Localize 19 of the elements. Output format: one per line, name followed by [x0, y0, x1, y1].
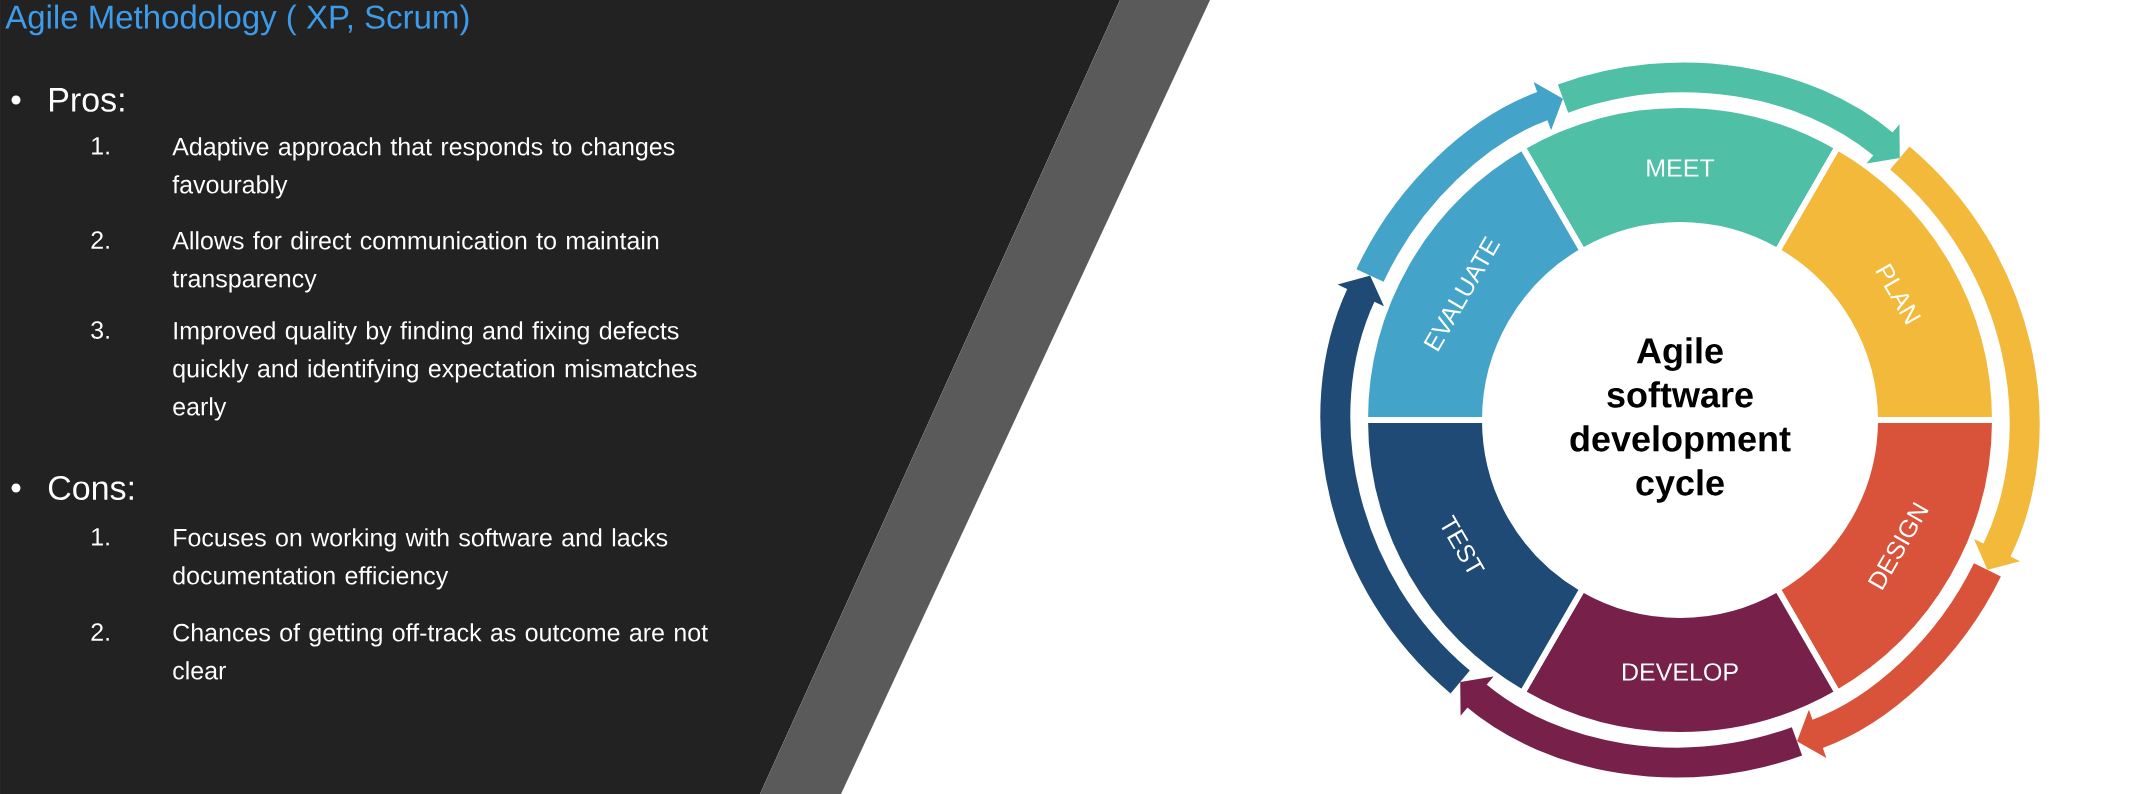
- section-heading: Pros:: [50, 88, 124, 112]
- list-number: 3.: [91, 321, 109, 339]
- list-item: Allows for direct communication to maintain transparency: [172, 231, 659, 293]
- list-number: 1.: [92, 528, 109, 546]
- cycle-arrow: [1356, 82, 1563, 283]
- list-number: 1.: [92, 137, 109, 155]
- center-title: Agile software development cycle: [1570, 337, 1791, 503]
- list-item: Chances of getting off-track as outcome are not clear: [173, 623, 708, 680]
- list-item: Adaptive approach that responds to changes favourably: [172, 137, 675, 199]
- cycle-arrow: [1797, 562, 2001, 758]
- list-item: Focuses on working with software and lacks documentation efficiency: [173, 528, 668, 590]
- cycle-segment: MEET: [1519, 102, 1841, 255]
- section-heading: Cons:: [48, 475, 133, 500]
- list-number: 2.: [91, 623, 109, 641]
- cycle-arrow: [1889, 147, 2040, 570]
- slide-title: Agile Methodology ( XP, Scrum): [5, 4, 469, 36]
- list-item: Improved quality by finding and fixing defects quickly and identifying expectation mismatches early: [173, 321, 697, 421]
- list-number: 2.: [91, 231, 109, 249]
- cycle-segment: DEVELOP: [1519, 585, 1841, 738]
